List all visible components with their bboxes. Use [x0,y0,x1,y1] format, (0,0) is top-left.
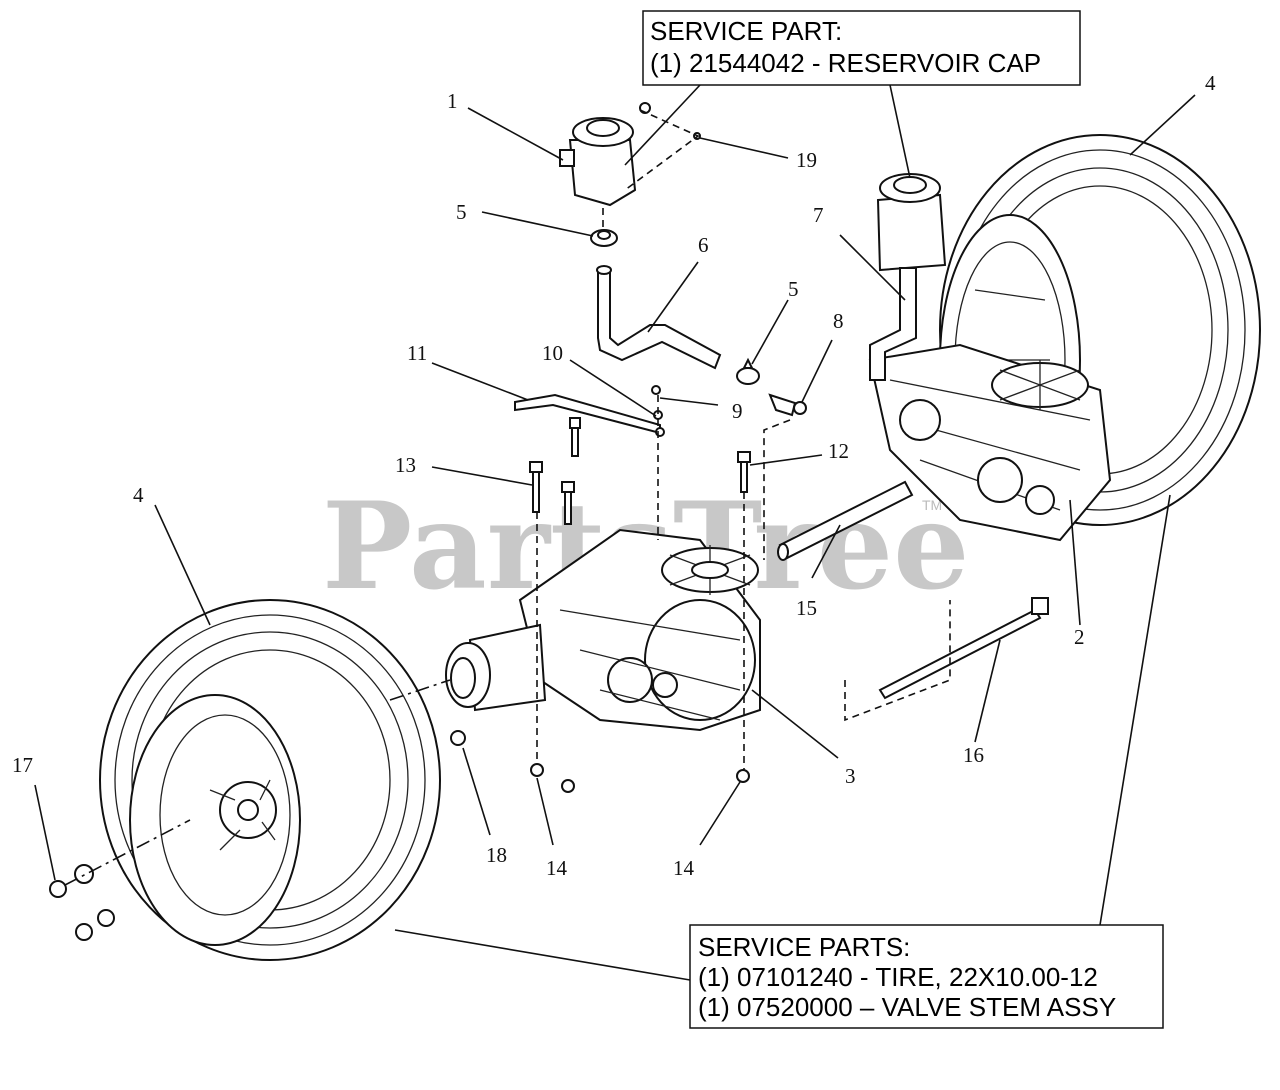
callout-7: 7 [813,203,824,227]
service-box-reservoir-line2: (1) 21544042 - RESERVOIR CAP [650,48,1041,78]
callout-2: 2 [1074,625,1085,649]
callout-13: 13 [395,453,416,477]
callout-17: 17 [12,753,33,777]
left-transaxle[interactable] [445,528,761,732]
service-box-tire: SERVICE PARTS: (1) 07101240 - TIRE, 22X1… [689,924,1164,1029]
callout-11: 11 [407,341,427,365]
callout-9: 9 [732,399,743,423]
callout-1: 1 [447,89,458,113]
fitting[interactable] [768,393,807,417]
assembly-lines [64,109,951,886]
right-transaxle[interactable] [868,343,1112,542]
callout-16: 16 [963,743,984,767]
hose-clamp-mid[interactable] [736,357,760,385]
callout-4-left: 4 [133,483,144,507]
service-box-reservoir-line1: SERVICE PART: [650,16,842,46]
callout-14-right: 14 [673,856,695,880]
service-box-tire-line3: (1) 07520000 – VALVE STEM ASSY [698,992,1116,1022]
service-box-tire-line1: SERVICE PARTS: [698,932,910,962]
leader-lines [34,84,1196,981]
callout-15: 15 [796,596,817,620]
callout-10: 10 [542,341,563,365]
screws[interactable] [639,102,701,437]
callout-5-mid: 5 [788,277,799,301]
callout-18: 18 [486,843,507,867]
callout-5-top: 5 [456,200,467,224]
left-wheel[interactable] [99,599,441,961]
callout-8: 8 [833,309,844,333]
right-reservoir[interactable] [869,173,947,381]
callout-numbers: 1 2 3 4 4 5 5 6 7 8 9 10 11 12 13 14 14 … [12,71,1216,880]
callout-12: 12 [828,439,849,463]
service-box-tire-line2: (1) 07101240 - TIRE, 22X10.00-12 [698,962,1098,992]
watermark-tm: TM [922,497,942,513]
callout-6: 6 [698,233,709,257]
long-bolt[interactable] [878,597,1049,700]
callout-19: 19 [796,148,817,172]
bolts[interactable] [529,417,751,525]
callout-14-left: 14 [546,856,568,880]
left-reservoir[interactable] [559,117,637,207]
hose-clamp-top[interactable] [590,229,618,247]
service-box-reservoir: SERVICE PART: (1) 21544042 - RESERVOIR C… [642,10,1081,86]
callout-4-right: 4 [1205,71,1216,95]
nuts[interactable] [49,730,750,941]
callout-3: 3 [845,764,856,788]
hose[interactable] [596,265,722,370]
control-rod[interactable] [514,393,661,435]
pipe[interactable] [777,480,914,561]
